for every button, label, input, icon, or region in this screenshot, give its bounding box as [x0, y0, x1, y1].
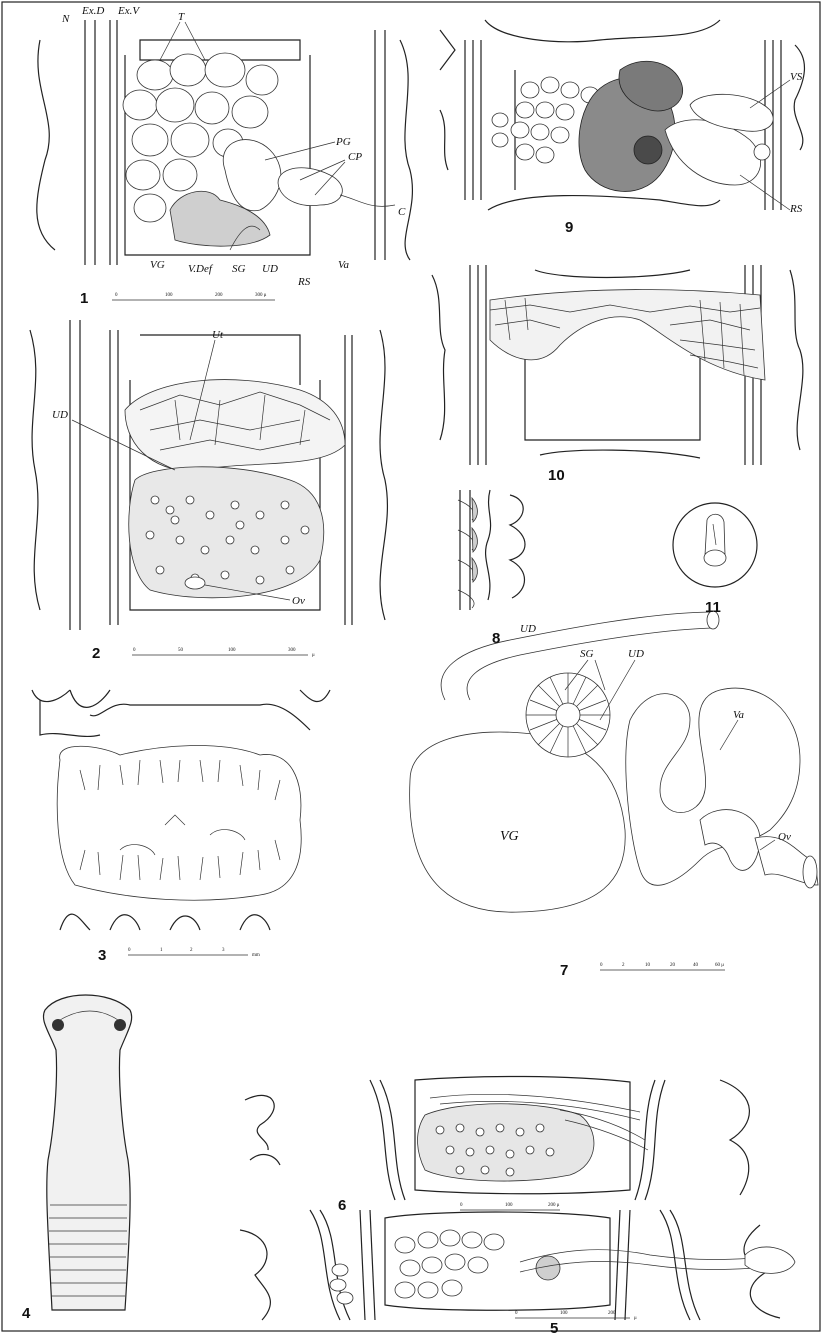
fig1-body-wall-right [400, 40, 412, 260]
fig2-body-wall-left [30, 330, 40, 610]
fig1-label-5: CP [348, 151, 362, 163]
fig8-number: 8 [492, 630, 500, 647]
svg-text:1: 1 [160, 948, 163, 953]
fig2-body-wall-right [380, 330, 387, 620]
figure-11: 11 [673, 503, 757, 616]
fig2-label-1: UD [52, 409, 68, 421]
fig10-number: 10 [548, 467, 565, 484]
svg-text:2: 2 [190, 948, 193, 953]
fig1-label-10: UD [262, 263, 278, 275]
svg-text:μ: μ [634, 1316, 637, 1321]
svg-text:200: 200 [608, 1311, 616, 1316]
svg-text:300: 300 [288, 648, 296, 653]
fig1-cirrus-pouch [278, 168, 342, 206]
fig7-number: 7 [560, 962, 568, 979]
fig1-number: 1 [80, 290, 88, 307]
fig7-label-5: VG [500, 829, 519, 844]
fig1-receptaculum [223, 140, 281, 211]
fig6-ovary [418, 1104, 594, 1181]
svg-text:2: 2 [622, 963, 625, 968]
svg-text:60 μ: 60 μ [715, 963, 724, 968]
fig9-label-0: VS [790, 71, 803, 83]
svg-text:300 μ: 300 μ [255, 293, 267, 298]
svg-text:10: 10 [645, 963, 651, 968]
fig1-label-2: Ex.V [117, 5, 140, 17]
fig9-shell-gland [634, 136, 662, 164]
svg-text:0: 0 [600, 963, 603, 968]
figure-10: 10 [432, 265, 803, 484]
fig5-cirrus-pouch [745, 1247, 795, 1273]
fig2-label-0: Ut [212, 329, 224, 341]
fig3-number: 3 [98, 947, 106, 964]
svg-text:100: 100 [505, 1203, 513, 1208]
fig7-label-1: SG [580, 648, 594, 660]
fig1-label-9: SG [232, 263, 246, 275]
fig1-label-8: V.Def [188, 263, 214, 275]
figure-7: UD SG UD Va Ov VG 0 2 10 20 40 60 μ 7 [410, 611, 818, 979]
fig2-label-2: Ov [292, 595, 305, 607]
svg-text:0: 0 [460, 1203, 463, 1208]
svg-text:100: 100 [560, 1311, 568, 1316]
figure-9: VS RS 9 [440, 20, 804, 236]
fig7-label-0: UD [520, 623, 536, 635]
figure-8: 8 [458, 490, 525, 647]
fig5-number: 5 [550, 1320, 558, 1333]
fig4-scolex [43, 995, 131, 1310]
svg-text:100: 100 [165, 293, 173, 298]
fig9-number: 9 [565, 219, 573, 236]
figure-2: Ut UD Ov 0 50 100 300 μ 2 [30, 320, 387, 662]
fig5-testes [330, 1230, 504, 1304]
svg-text:3: 3 [222, 948, 225, 953]
fig1-label-6: C [398, 206, 406, 218]
fig1-label-1: Ex.D [81, 5, 104, 17]
fig1-label-0: N [61, 13, 70, 25]
fig11-number: 11 [705, 599, 721, 616]
fig1-label-7: VG [150, 259, 165, 271]
fig1-label-12: Va [338, 259, 350, 271]
fig7-label-4: Ov [778, 831, 791, 843]
fig7-label-3: Va [733, 709, 745, 721]
svg-text:200: 200 [215, 293, 223, 298]
svg-text:0: 0 [133, 648, 136, 653]
svg-text:40: 40 [693, 963, 699, 968]
svg-text:0: 0 [128, 948, 131, 953]
fig2-uterus [125, 380, 345, 471]
fig4-number: 4 [22, 1305, 31, 1322]
svg-text:0: 0 [115, 293, 118, 298]
figure-5: 0 100 200 μ 5 [240, 1210, 795, 1333]
svg-text:mm: mm [252, 953, 260, 958]
fig9-label-1: RS [789, 203, 803, 215]
svg-text:0: 0 [515, 1311, 518, 1316]
svg-text:20: 20 [670, 963, 676, 968]
fig1-label-11: RS [297, 276, 311, 288]
svg-text:200 μ: 200 μ [548, 1203, 560, 1208]
fig6-number: 6 [338, 1197, 346, 1214]
figure-6: 0 100 200 μ 6 [245, 1076, 749, 1214]
fig1-label-3: T [178, 11, 185, 23]
svg-text:50: 50 [178, 648, 184, 653]
figure-1: N Ex.D Ex.V T PG CP C VG V.Def SG UD RS … [37, 5, 413, 307]
fig7-vitelline-gland [410, 732, 626, 912]
fig7-label-2: UD [628, 648, 644, 660]
figure-3: 0 1 2 3 mm 3 [32, 690, 330, 964]
fig1-body-wall-left [37, 40, 55, 250]
svg-text:100: 100 [228, 648, 236, 653]
fig2-number: 2 [92, 645, 100, 662]
figure-4: 4 [22, 995, 132, 1322]
fig1-label-4: PG [335, 136, 351, 148]
fig5-shell-gland [536, 1256, 560, 1280]
svg-text:μ: μ [312, 653, 315, 658]
